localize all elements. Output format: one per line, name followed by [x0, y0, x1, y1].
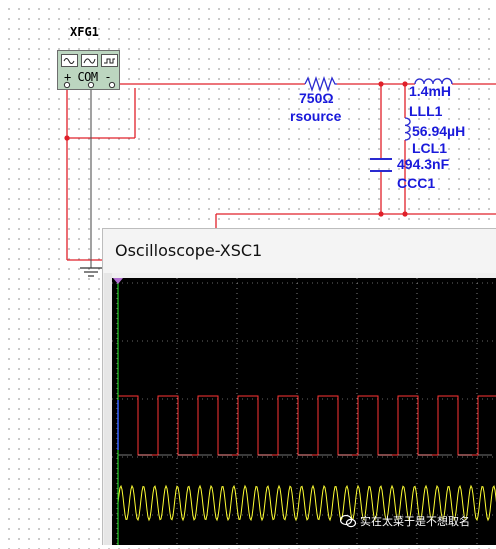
oscilloscope-title: Oscilloscope-XSC1 [115, 241, 263, 260]
series-inductor-value: 1.4mH [409, 83, 452, 99]
oscilloscope-frame [104, 273, 112, 545]
triangle-wave-icon[interactable] [81, 54, 98, 67]
watermark: 实在太菜于是不想取名 [340, 512, 470, 530]
oscilloscope-window[interactable]: Oscilloscope-XSC1 [102, 228, 496, 545]
shunt-inductor-icon[interactable] [404, 117, 411, 141]
channel-a-square-trace [117, 395, 496, 456]
wechat-icon [340, 514, 356, 528]
watermark-text: 实在太菜于是不想取名 [360, 515, 470, 528]
resistor-icon[interactable] [304, 75, 337, 93]
capacitor-name: CCC1 [397, 175, 436, 191]
capacitor-icon[interactable] [370, 158, 392, 172]
generator-pins [63, 81, 116, 89]
resistor-value: 750Ω [299, 90, 334, 106]
shunt-inductor-name: LCL1 [412, 140, 447, 156]
oscilloscope-screen[interactable] [112, 278, 496, 545]
generator-refdes: XFG1 [70, 25, 99, 39]
junction-nodes [64, 81, 408, 217]
capacitor-value: 494.3nF [397, 156, 450, 172]
resistor-name: rsource [290, 108, 342, 124]
channel-b-sine-trace [117, 484, 496, 522]
square-wave-icon[interactable] [101, 54, 118, 67]
shunt-inductor-value: 56.94µH [412, 123, 466, 139]
ground-icon [80, 267, 102, 277]
oscilloscope-display [112, 278, 496, 545]
series-inductor-name: LLL1 [409, 103, 443, 119]
generator-terminals: + COM - [64, 70, 112, 84]
series-inductor-icon[interactable] [414, 77, 453, 85]
circuit-wires [66, 83, 496, 261]
oscilloscope-titlebar[interactable]: Oscilloscope-XSC1 [103, 229, 496, 273]
sine-wave-icon[interactable] [61, 54, 78, 67]
cursor-marker-icon [113, 278, 123, 284]
